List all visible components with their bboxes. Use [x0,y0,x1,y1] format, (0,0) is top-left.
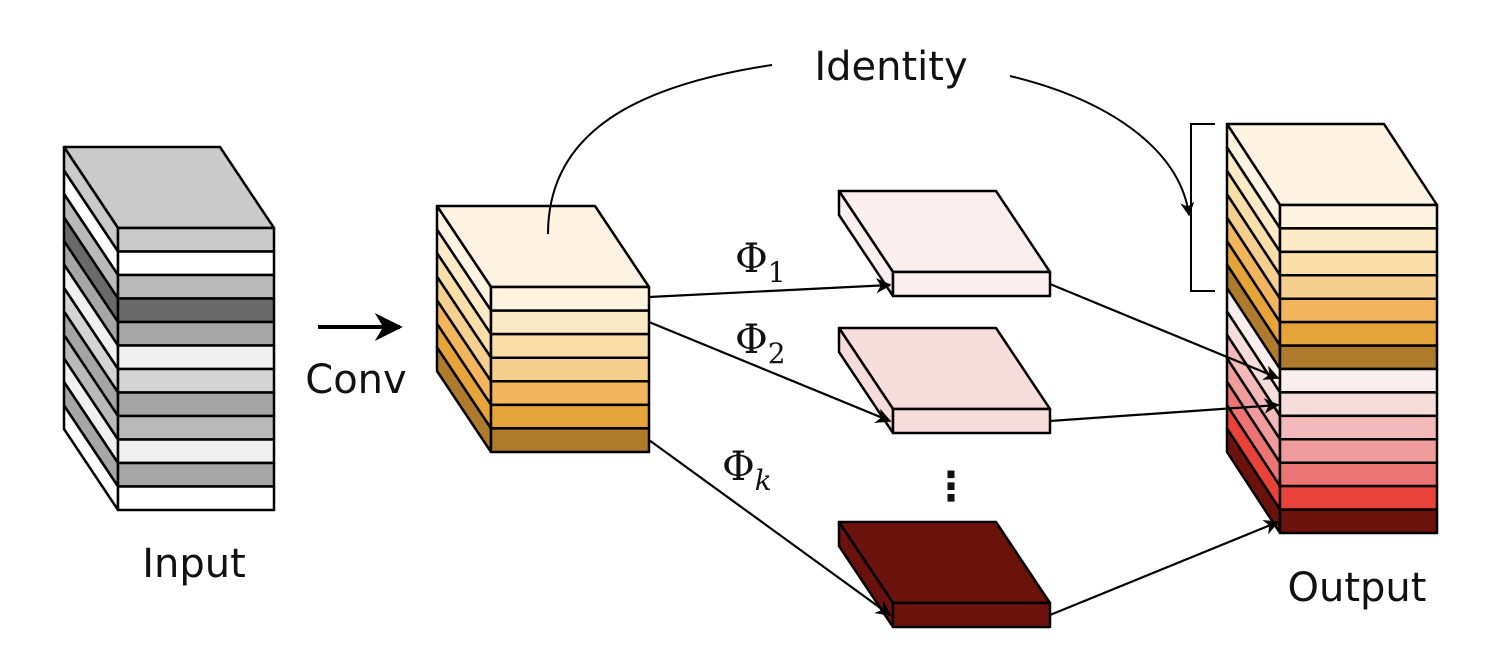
front-layer [489,285,651,312]
branch-arrow-1 [648,277,892,299]
front-layer [116,367,276,394]
front-layer [116,297,276,324]
identity-label: Identity [814,44,967,90]
phi-symbol: Φ [722,444,755,490]
phi-symbol: Φ [735,236,768,282]
front-layer [1278,461,1439,488]
front-layer [1278,414,1439,441]
front-layer [1278,438,1439,464]
front-layer [1278,320,1439,347]
front-layer [116,414,276,441]
front-layer [116,485,276,512]
branch-slab-1 [837,189,1052,298]
conv-label: Conv [305,357,406,403]
identity-curve-left [547,64,773,235]
front-layer [116,344,276,371]
branch-slab-2 [837,326,1052,435]
branch-arrow-k [648,439,892,616]
input-label: Input [142,541,246,587]
front-layer [489,403,651,430]
branch-slab-k [837,520,1052,629]
front-face [891,270,1052,298]
front-layer [116,391,276,418]
branch-label-1: Φ1 [735,236,786,289]
front-layer [1278,203,1439,230]
branch-label-k: Φk [722,444,772,497]
front-layer [489,380,651,407]
front-layer [1278,391,1439,418]
front-layer [116,320,276,347]
front-layer [116,461,276,488]
front-layer [1278,297,1439,324]
front-layer [1278,484,1439,511]
front-layer [116,226,276,253]
front-layer [489,427,651,454]
front-layer [489,309,651,336]
output-tensor-block [1225,122,1439,535]
conv-feature-block [435,204,651,454]
front-layer [116,273,276,300]
merge-arrow-k [1049,520,1280,617]
front-face [891,601,1052,629]
front-layer [1278,367,1439,394]
identity-bracket [1190,123,1215,292]
branch-arrow-2 [648,320,892,423]
phi-subscript: 2 [768,337,786,370]
front-layer [116,438,276,465]
front-layer [1278,508,1439,535]
phi-symbol: Φ [735,317,768,363]
front-layer [116,250,276,277]
identity-curve-right [1009,75,1195,217]
merge-arrow-2 [1049,398,1280,423]
phi-subscript: k [755,464,772,497]
ellipsis-dots: ⋮ [931,464,971,510]
phi-subscript: 1 [768,256,786,289]
output-label: Output [1288,565,1427,611]
front-layer [489,356,651,383]
branch-label-2: Φ2 [735,317,786,370]
branch-feature-slabs [837,189,1052,629]
front-layer [489,332,651,359]
merge-arrow-1 [1049,282,1280,380]
input-tensor-block [62,145,276,512]
front-layer [1278,274,1439,300]
front-layer [1278,250,1439,277]
front-layer [1278,344,1439,371]
front-face [891,407,1052,435]
front-layer [1278,227,1439,254]
